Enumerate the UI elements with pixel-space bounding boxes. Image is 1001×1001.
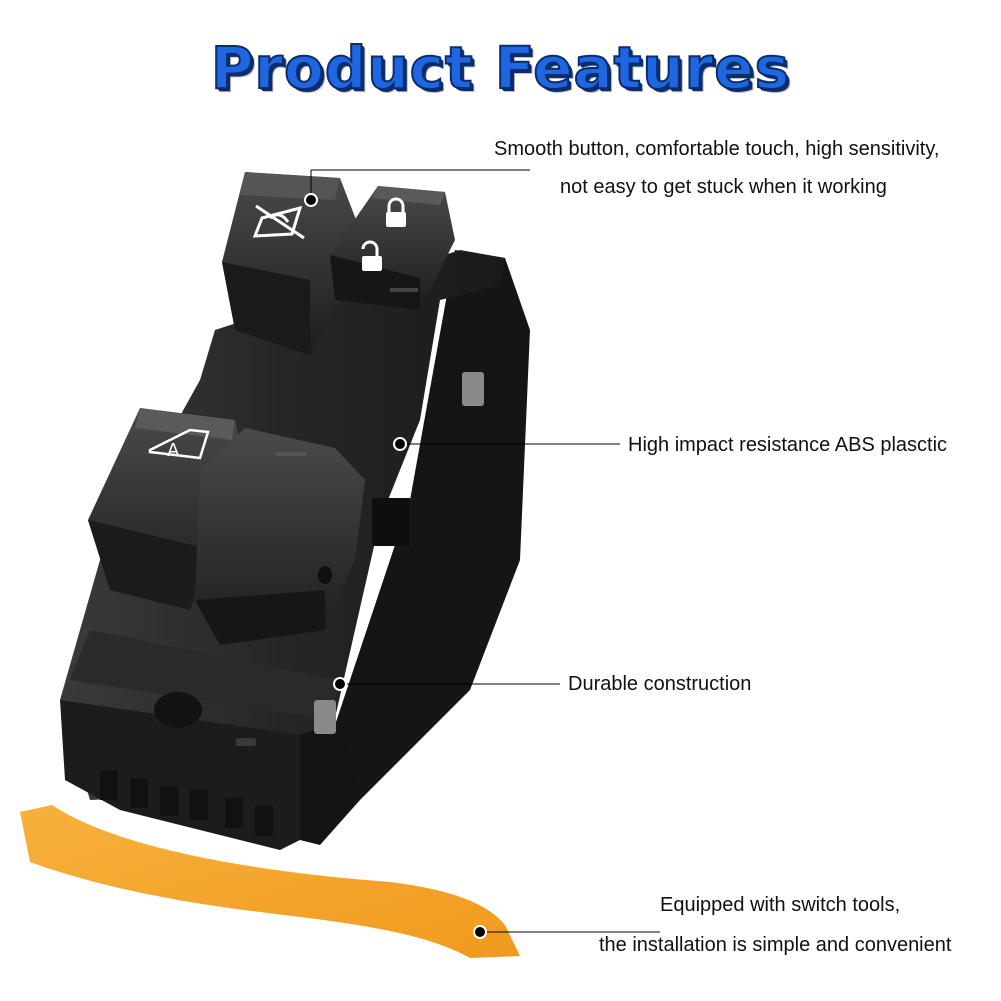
callout-material: High impact resistance ABS plasctic (628, 434, 948, 456)
callout-tool-line2: the installation is simple and convenien… (599, 934, 952, 956)
lock-icon (386, 197, 406, 227)
callout-tool-line1: Equipped with switch tools, (660, 894, 901, 916)
callout-dots (304, 193, 487, 939)
window-lock-icon (252, 204, 305, 240)
window-lock-button (222, 172, 360, 355)
auto-letter: A (167, 440, 180, 461)
lock-unlock-button (330, 186, 455, 310)
callout-button-line1: Smooth button, comfortable touch, high s… (494, 138, 940, 160)
callout-button-line2: not easy to get stuck when it working (560, 176, 887, 198)
callout-leaders (310, 169, 660, 933)
page-title: Product Features (210, 33, 791, 103)
callout-construction: Durable construction (568, 673, 752, 695)
unlock-icon (361, 240, 382, 271)
trim-tool (20, 805, 520, 958)
auto-window-icon: A (148, 428, 210, 461)
window-button (195, 428, 365, 645)
